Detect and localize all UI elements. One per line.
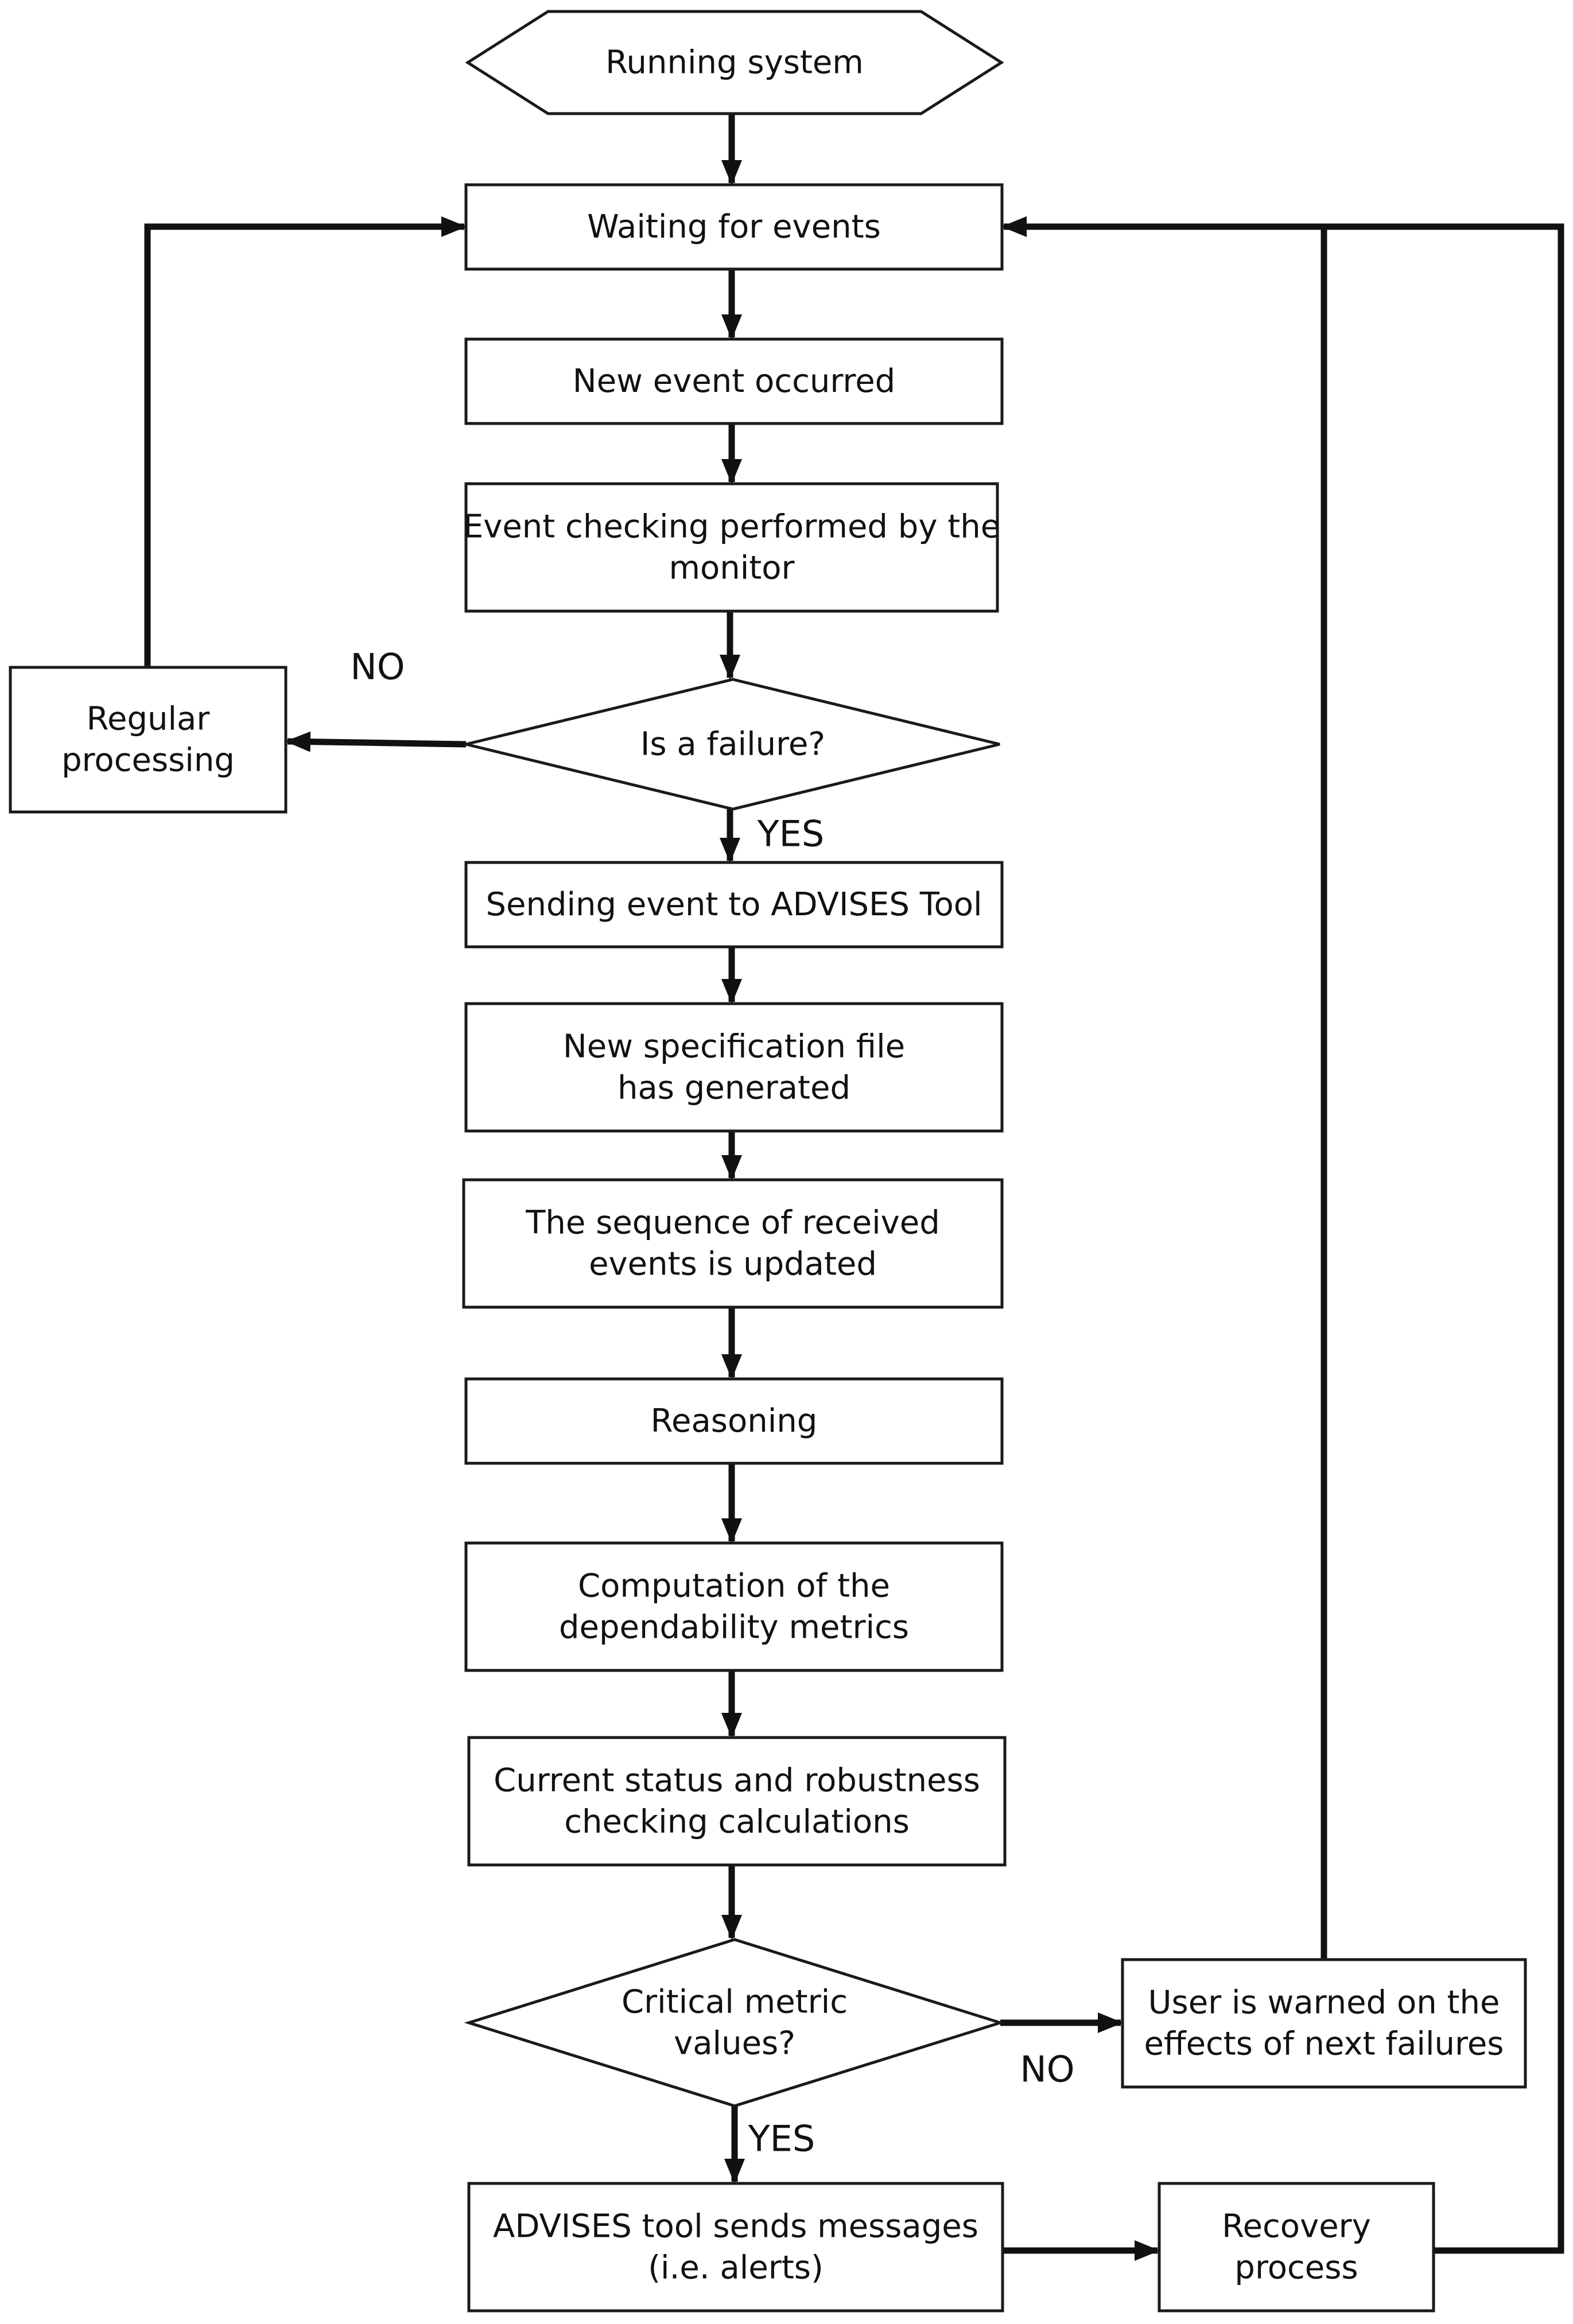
node-label: values? <box>674 2025 795 2062</box>
decision-diamond <box>464 1938 1005 2108</box>
node-label: The sequence of received <box>525 1204 940 1242</box>
node-label: Sending event to ADVISES Tool <box>486 886 982 923</box>
node-label: Reasoning <box>651 1402 818 1440</box>
process-box <box>467 1736 1007 1867</box>
edge-regular-to-waiting <box>144 216 467 667</box>
node-spec-file: New specification file has generated <box>464 1002 1004 1133</box>
node-label: Regular <box>87 701 211 738</box>
edge-user-warned-to-waiting <box>1001 216 1327 1960</box>
terminator-hexagon <box>465 10 1004 115</box>
edge-recovery-to-waiting <box>1001 216 1564 2254</box>
process-box <box>464 1541 1004 1672</box>
node-sequence: The sequence of received events is update… <box>462 1178 1004 1309</box>
process-box <box>464 1002 1004 1133</box>
node-label: effects of next failures <box>1144 2026 1504 2063</box>
node-label: process <box>1234 2249 1358 2287</box>
node-label: ADVISES tool sends messages <box>493 2208 978 2245</box>
node-waiting: Waiting for events <box>464 183 1004 271</box>
edge-label-no: NO <box>350 646 405 688</box>
process-box <box>462 1178 1004 1309</box>
node-is-failure: Is a failure? <box>465 678 1000 811</box>
node-label: Current status and robustness <box>494 1762 980 1800</box>
node-regular: Regular processing <box>9 666 288 814</box>
node-sending: Sending event to ADVISES Tool <box>464 861 1004 949</box>
process-box <box>464 1377 1004 1465</box>
node-checking: Event checking performed by the monitor <box>463 482 1000 613</box>
process-box <box>464 183 1004 271</box>
node-label: has generated <box>617 1070 850 1107</box>
node-critical: Critical metric values? <box>464 1938 1005 2108</box>
process-box <box>9 666 288 814</box>
process-box <box>464 482 999 613</box>
node-label: checking calculations <box>564 1804 910 1841</box>
process-box <box>464 337 1004 425</box>
process-box <box>1121 1958 1527 2089</box>
edge-label-yes: YES <box>748 2118 815 2160</box>
process-box <box>1158 2182 1435 2313</box>
process-box <box>464 861 1004 949</box>
node-label: Running system <box>605 44 864 81</box>
node-label: events is updated <box>589 1246 877 1283</box>
edges-layer <box>144 114 1564 2261</box>
node-label: Computation of the <box>578 1568 890 1605</box>
node-label: New event occurred <box>573 363 895 400</box>
node-running: Running system <box>465 10 1004 115</box>
node-label: User is warned on the <box>1148 1984 1500 2022</box>
process-box <box>467 2182 1004 2313</box>
node-label: dependability metrics <box>559 1609 909 1646</box>
edge-is-failure-to-regular <box>285 731 467 752</box>
node-label: Critical metric <box>622 1984 848 2021</box>
node-computation: Computation of the dependability metrics <box>464 1541 1004 1672</box>
edge-label-no: NO <box>1020 2049 1074 2090</box>
node-label: Is a failure? <box>640 726 825 763</box>
node-label: monitor <box>669 550 795 587</box>
node-current-status: Current status and robustness checking ca… <box>467 1736 1007 1867</box>
node-recovery: Recovery process <box>1158 2182 1435 2313</box>
node-label: Event checking performed by the <box>463 508 1000 546</box>
node-label: Recovery <box>1222 2208 1371 2245</box>
node-label: New specification file <box>563 1028 905 1066</box>
edge-labels-layer: NO YES NO YES <box>350 646 1074 2160</box>
node-label: Waiting for events <box>587 208 881 246</box>
node-advises-sends: ADVISES tool sends messages (i.e. alerts) <box>467 2182 1004 2313</box>
decision-diamond <box>465 678 1000 811</box>
node-new-event: New event occurred <box>464 337 1004 425</box>
node-label: processing <box>61 742 235 779</box>
node-reasoning: Reasoning <box>464 1377 1004 1465</box>
node-label: (i.e. alerts) <box>648 2249 824 2287</box>
edge-label-yes: YES <box>757 813 824 855</box>
node-user-warned: User is warned on the effects of next fai… <box>1121 1958 1527 2089</box>
